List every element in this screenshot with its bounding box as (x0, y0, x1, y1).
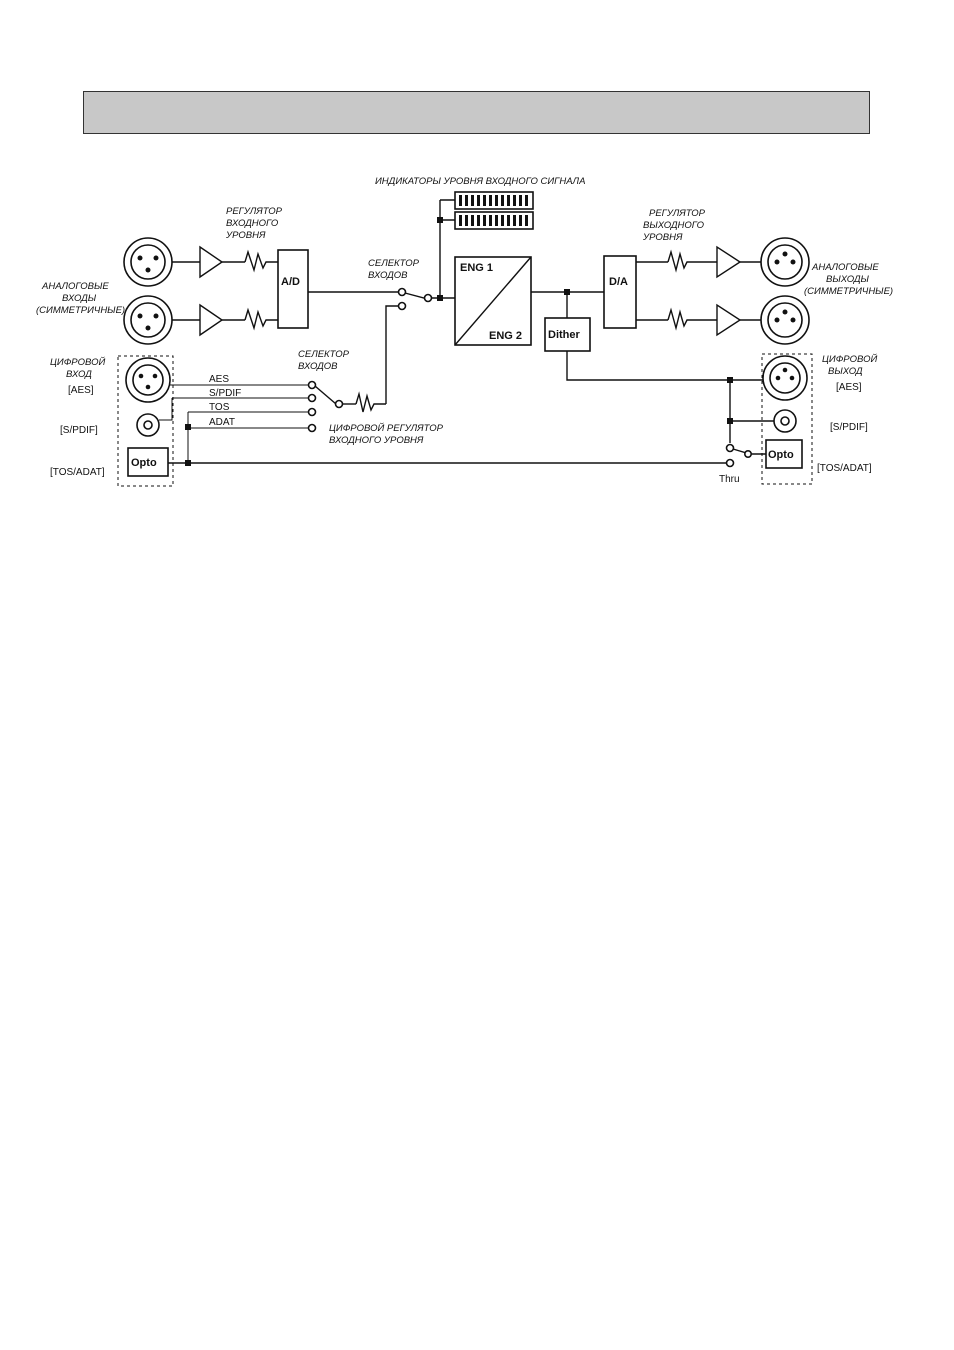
digital-input-aes-xlr (125, 357, 171, 403)
digital-output-opto (765, 439, 803, 469)
analog-input-xlr-2 (123, 295, 173, 345)
out-level-reg-label-2: ВЫХОДНОГО (643, 220, 705, 231)
input-level-pot-2 (244, 307, 278, 331)
digital-input-opto (127, 447, 169, 477)
level-meters (454, 191, 534, 230)
digital-in-label-2: ВХОД (66, 369, 92, 380)
digital-input-spdif-rca (136, 413, 160, 437)
input-amp-1 (199, 245, 224, 279)
analog-in-label-3: (СИММЕТРИЧНЫЕ) (36, 305, 125, 316)
spdif-out-label: [S/PDIF] (830, 422, 868, 433)
line-aes-label: AES (209, 374, 229, 385)
line-adat-label: ADAT (209, 417, 235, 428)
line-tos-label: TOS (209, 402, 230, 413)
tos-adat-in-label: [TOS/ADAT] (50, 467, 105, 478)
digital-input-group (117, 355, 174, 487)
analog-out-label-2: ВЫХОДЫ (826, 274, 870, 285)
digital-selector-label-1: СЕЛЕКТОР (298, 349, 350, 360)
eng2-label: ENG 2 (489, 330, 522, 342)
digital-input-level-pot (355, 391, 386, 413)
analog-in-label-2: ВХОДЫ (62, 293, 97, 304)
digital-output-aes-xlr (762, 355, 808, 401)
digital-output-group (761, 353, 813, 485)
ad-converter-block (277, 249, 309, 329)
input-amp-2 (199, 303, 224, 337)
thru-label: Thru (719, 474, 740, 485)
page-title-bar (83, 91, 870, 134)
da-label: D/A (609, 276, 628, 288)
analog-output-xlr-1 (760, 237, 810, 287)
da-converter-block (603, 255, 637, 329)
output-level-pot-2 (667, 307, 717, 331)
digital-in-reg-label-1: ЦИФРОВОЙ РЕГУЛЯТОР (329, 422, 444, 434)
opto-in-label: Opto (131, 457, 157, 469)
input-selector-label-2: ВХОДОВ (368, 270, 408, 281)
signal-flow-diagram: ИНДИКАТОРЫ УРОВНЯ ВХОДНОГО СИГНАЛА РЕГУЛ… (36, 176, 893, 487)
meters-label: ИНДИКАТОРЫ УРОВНЯ ВХОДНОГО СИГНАЛА (375, 176, 585, 187)
output-amp-2 (716, 303, 742, 337)
opto-out-label: Opto (768, 449, 794, 461)
dither-block (544, 317, 591, 352)
digital-selector-label-2: ВХОДОВ (298, 361, 338, 372)
line-spdif-label: S/PDIF (209, 388, 241, 399)
digital-out-label-3: [AES] (836, 382, 862, 393)
tos-adat-out-label: [TOS/ADAT] (817, 463, 872, 474)
digital-out-label-2: ВЫХОД (828, 366, 863, 377)
digital-in-label-1: ЦИФРОВОЙ (50, 356, 105, 368)
input-level-pot-1 (244, 249, 278, 273)
analog-out-label-1: АНАЛОГОВЫЕ (811, 262, 879, 273)
in-level-reg-label-2: ВХОДНОГО (226, 218, 279, 229)
digital-output-spdif-rca (773, 409, 797, 433)
digital-in-reg-label-2: ВХОДНОГО УРОВНЯ (329, 435, 424, 446)
digital-in-label-3: [AES] (68, 385, 94, 396)
out-level-reg-label-3: УРОВНЯ (642, 232, 683, 243)
in-level-reg-label-1: РЕГУЛЯТОР (226, 206, 283, 217)
engine-block: ENG 1 ENG 2 (454, 256, 532, 346)
analog-output-xlr-2 (760, 295, 810, 345)
in-level-reg-label-3: УРОВНЯ (225, 230, 266, 241)
out-level-reg-label-1: РЕГУЛЯТОР (649, 208, 706, 219)
output-amp-1 (716, 245, 742, 279)
output-level-pot-1 (667, 249, 717, 273)
analog-in-label-1: АНАЛОГОВЫЕ (41, 281, 109, 292)
digital-out-label-1: ЦИФРОВОЙ (822, 353, 877, 365)
analog-input-xlr-1 (123, 237, 173, 287)
analog-out-label-3: (СИММЕТРИЧНЫЕ) (804, 286, 893, 297)
spdif-in-label: [S/PDIF] (60, 425, 98, 436)
input-selector-label-1: СЕЛЕКТОР (368, 258, 420, 269)
dither-label: Dither (548, 329, 581, 341)
ad-label: A/D (281, 276, 300, 288)
eng1-label: ENG 1 (460, 262, 493, 274)
